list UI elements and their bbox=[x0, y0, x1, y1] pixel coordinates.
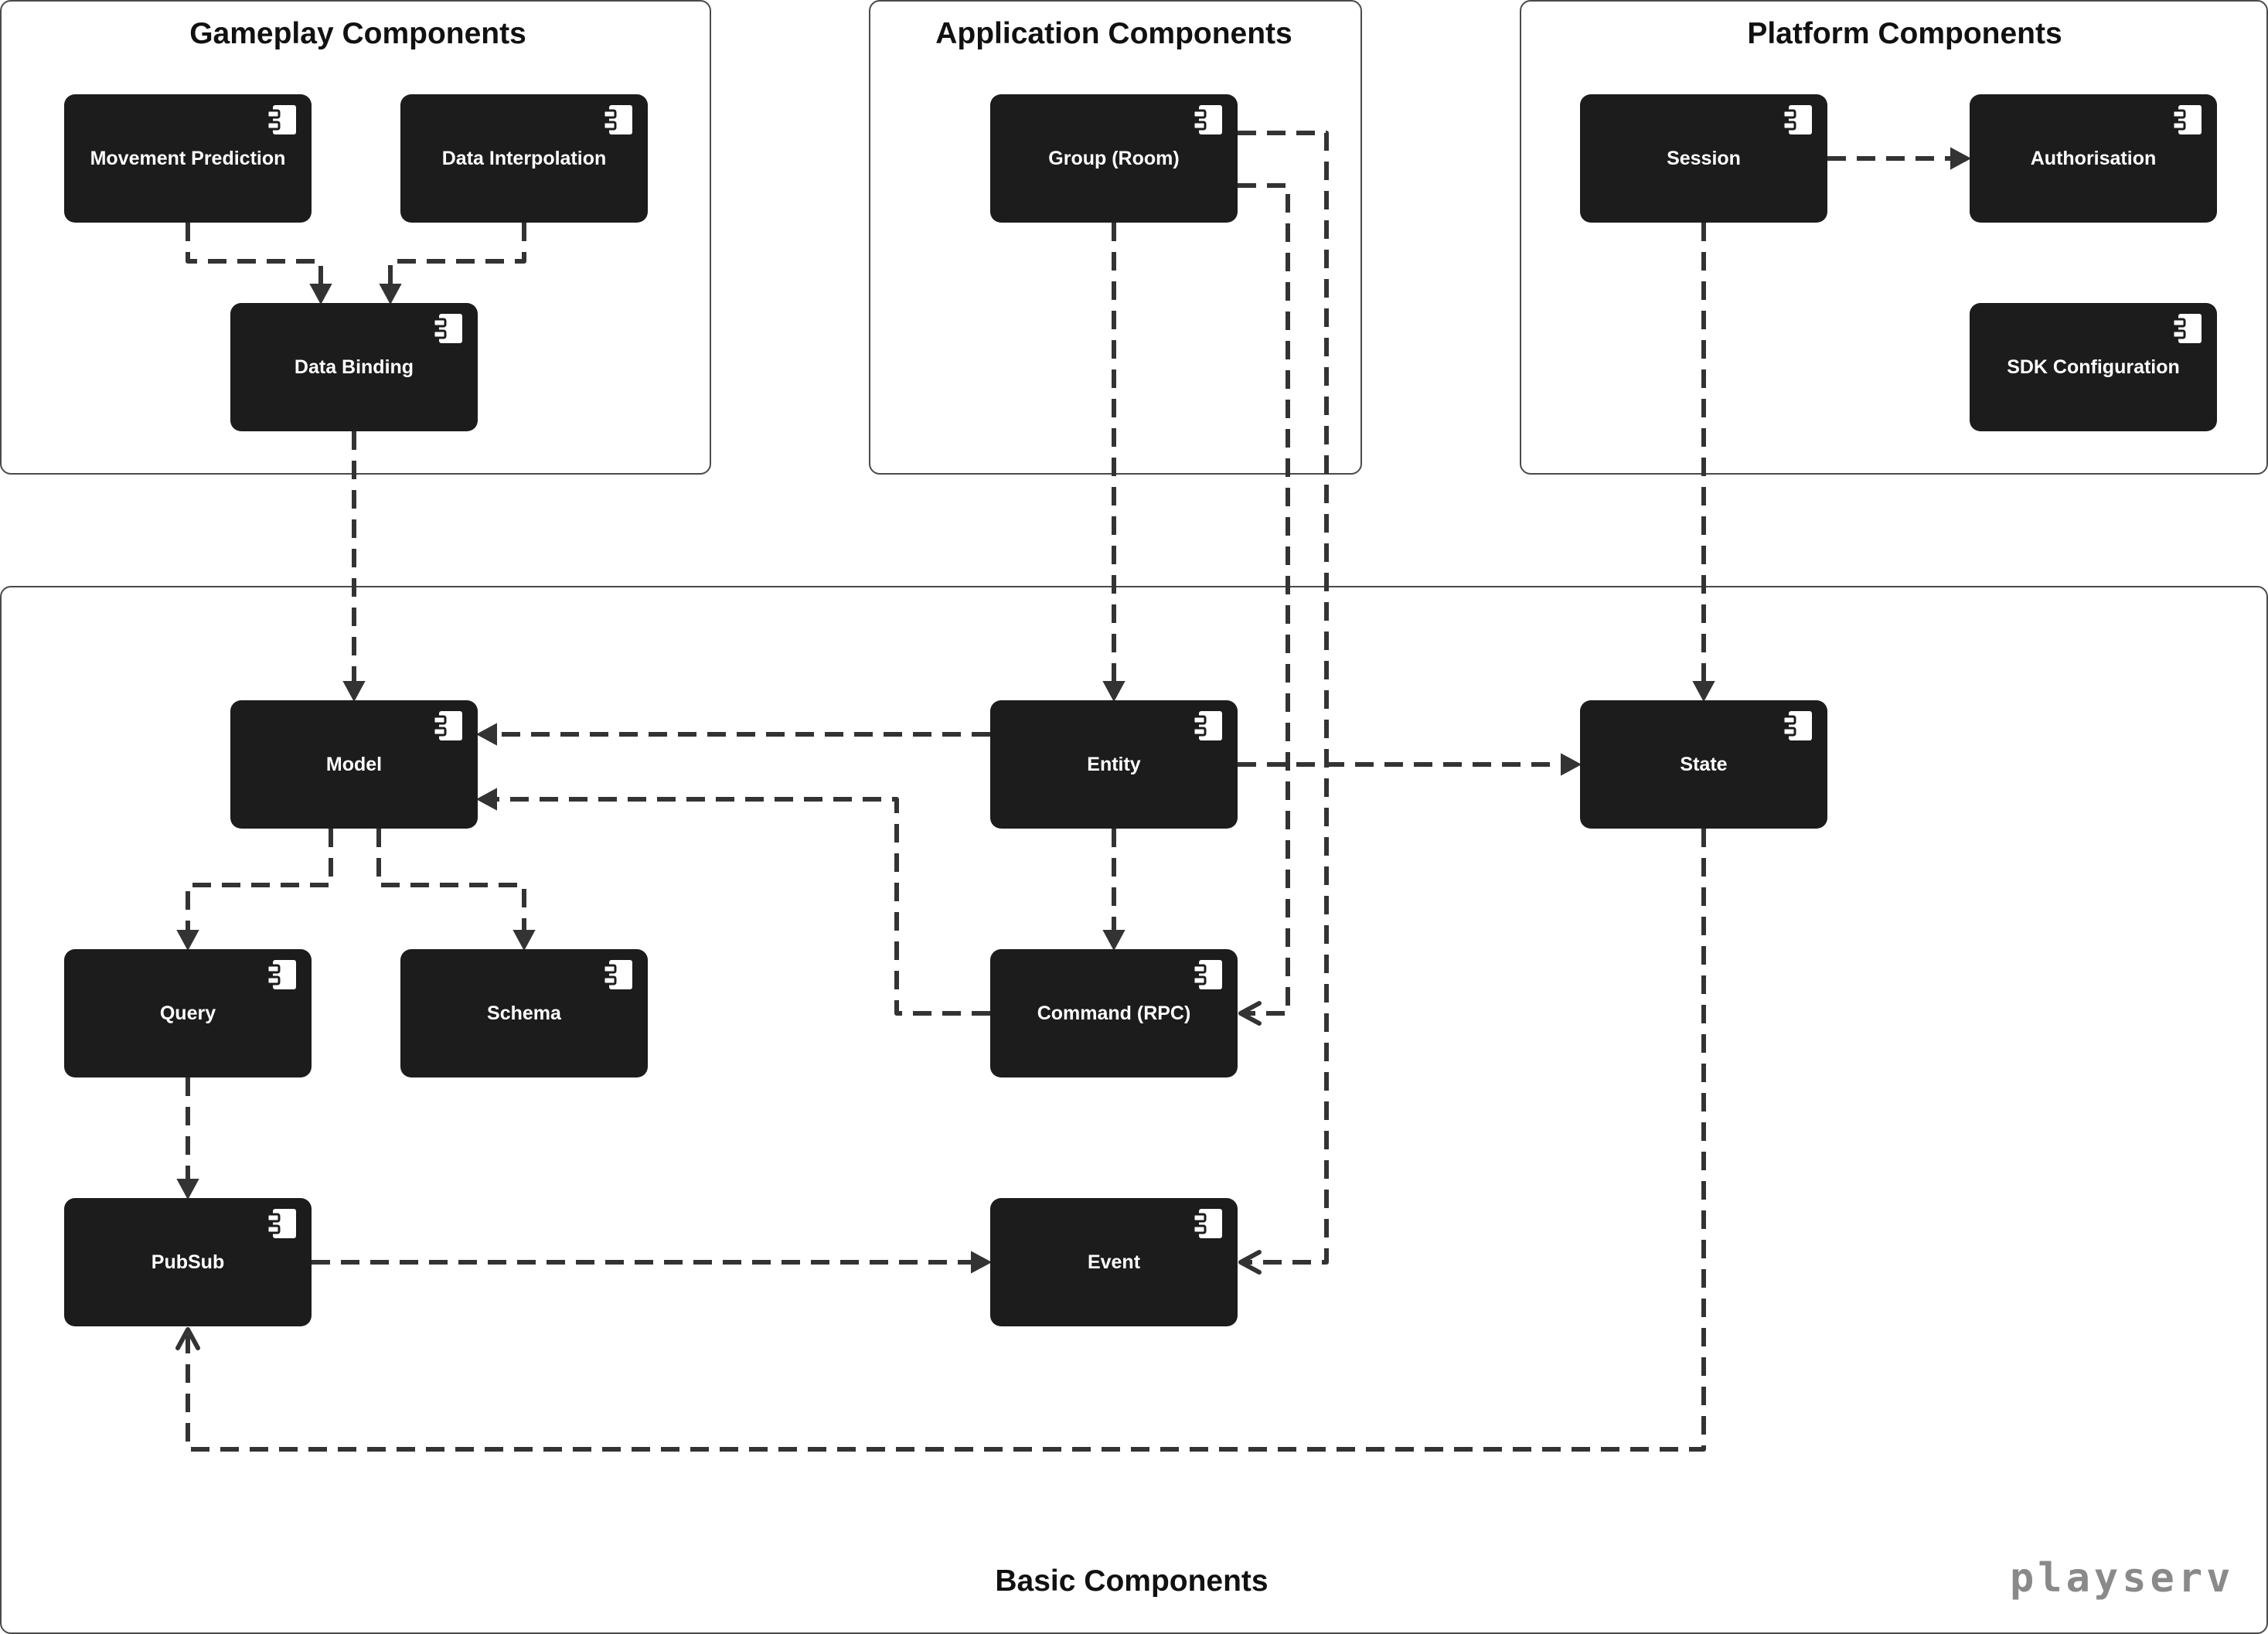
component-icon bbox=[1192, 1209, 1222, 1238]
component-icon bbox=[602, 105, 632, 134]
edge-state-to-pubsub bbox=[186, 829, 1706, 1452]
node-label: Data Interpolation bbox=[441, 147, 607, 169]
node-label: SDK Configuration bbox=[2007, 356, 2180, 378]
edge-group-room-to-event-arrowhead bbox=[1238, 1250, 1262, 1275]
node-session[interactable]: Session bbox=[1580, 94, 1827, 223]
edge-group-room-to-entity-arrowhead bbox=[1102, 681, 1125, 703]
node-label: Data Binding bbox=[294, 356, 414, 378]
edge-session-to-state-arrowhead bbox=[1692, 681, 1715, 703]
group-title-gameplay: Gameplay Components bbox=[189, 17, 526, 50]
node-label: PubSub bbox=[151, 1251, 225, 1273]
node-event[interactable]: Event bbox=[990, 1198, 1238, 1326]
group-title-platform: Platform Components bbox=[1747, 17, 2062, 50]
component-icon bbox=[2171, 105, 2202, 134]
edge-model-to-query bbox=[186, 829, 333, 932]
edge-group-room-to-command-rpc bbox=[1238, 183, 1290, 1016]
component-icon bbox=[602, 960, 632, 989]
node-label: State bbox=[1680, 753, 1728, 775]
edge-entity-to-command-rpc-arrowhead bbox=[1102, 930, 1125, 951]
edge-state-to-pubsub-arrowhead bbox=[175, 1327, 200, 1350]
group-title-basic: Basic Components bbox=[995, 1564, 1269, 1598]
node-pubsub[interactable]: PubSub bbox=[64, 1198, 312, 1326]
node-label: Model bbox=[325, 753, 383, 775]
node-label: Movement Prediction bbox=[90, 147, 286, 169]
component-icon bbox=[432, 711, 462, 740]
edge-movement-prediction-to-data-binding-arrowhead bbox=[309, 284, 332, 305]
node-data-interpolation[interactable]: Data Interpolation bbox=[400, 94, 648, 223]
component-icon bbox=[2171, 314, 2202, 343]
component-icon bbox=[1192, 105, 1222, 134]
node-data-binding[interactable]: Data Binding bbox=[230, 303, 478, 431]
component-icon bbox=[266, 105, 296, 134]
playserv-logo: playserv bbox=[2010, 1555, 2235, 1602]
node-movement-prediction[interactable]: Movement Prediction bbox=[64, 94, 312, 223]
node-sdk-configuration[interactable]: SDK Configuration bbox=[1970, 303, 2217, 431]
node-query[interactable]: Query bbox=[64, 949, 312, 1077]
node-label: Query bbox=[159, 1002, 216, 1024]
node-label: Schema bbox=[487, 1002, 561, 1024]
node-label: Event bbox=[1087, 1251, 1141, 1273]
node-label: Session bbox=[1667, 147, 1741, 169]
edge-data-interpolation-to-data-binding-arrowhead bbox=[379, 284, 402, 305]
group-title-application: Application Components bbox=[935, 17, 1292, 50]
component-icon bbox=[1192, 960, 1222, 989]
edge-model-to-schema bbox=[376, 829, 526, 932]
edge-movement-prediction-to-data-binding bbox=[186, 223, 323, 286]
component-icon bbox=[432, 314, 462, 343]
node-authorisation[interactable]: Authorisation bbox=[1970, 94, 2217, 223]
component-icon bbox=[1782, 105, 1812, 134]
edge-session-to-authorisation-arrowhead bbox=[1950, 147, 1972, 170]
component-icon bbox=[266, 960, 296, 989]
edge-model-to-query-arrowhead bbox=[176, 930, 199, 951]
edge-entity-to-model-arrowhead bbox=[475, 723, 497, 746]
node-model[interactable]: Model bbox=[230, 700, 478, 829]
component-icon bbox=[1192, 711, 1222, 740]
node-entity[interactable]: Entity bbox=[990, 700, 1238, 829]
node-label: Entity bbox=[1087, 753, 1141, 775]
edge-entity-to-state-arrowhead bbox=[1561, 753, 1582, 776]
edge-command-rpc-to-model bbox=[495, 797, 990, 1016]
node-label: Group (Room) bbox=[1048, 147, 1180, 169]
edge-model-to-schema-arrowhead bbox=[513, 930, 536, 951]
node-command-rpc[interactable]: Command (RPC) bbox=[990, 949, 1238, 1077]
node-schema[interactable]: Schema bbox=[400, 949, 648, 1077]
edge-data-interpolation-to-data-binding bbox=[388, 223, 526, 286]
edge-group-room-to-event bbox=[1238, 131, 1329, 1265]
edge-data-binding-to-model-arrowhead bbox=[342, 681, 366, 703]
node-label: Command (RPC) bbox=[1037, 1002, 1191, 1024]
edge-group-room-to-command-rpc-arrowhead bbox=[1238, 1001, 1262, 1026]
node-state[interactable]: State bbox=[1580, 700, 1827, 829]
edge-query-to-pubsub-arrowhead bbox=[176, 1179, 199, 1200]
component-icon bbox=[266, 1209, 296, 1238]
edge-command-rpc-to-model-arrowhead bbox=[475, 788, 497, 811]
node-label: Authorisation bbox=[2030, 147, 2157, 169]
node-group-room[interactable]: Group (Room) bbox=[990, 94, 1238, 223]
component-icon bbox=[1782, 711, 1812, 740]
edge-pubsub-to-event-arrowhead bbox=[971, 1251, 993, 1274]
